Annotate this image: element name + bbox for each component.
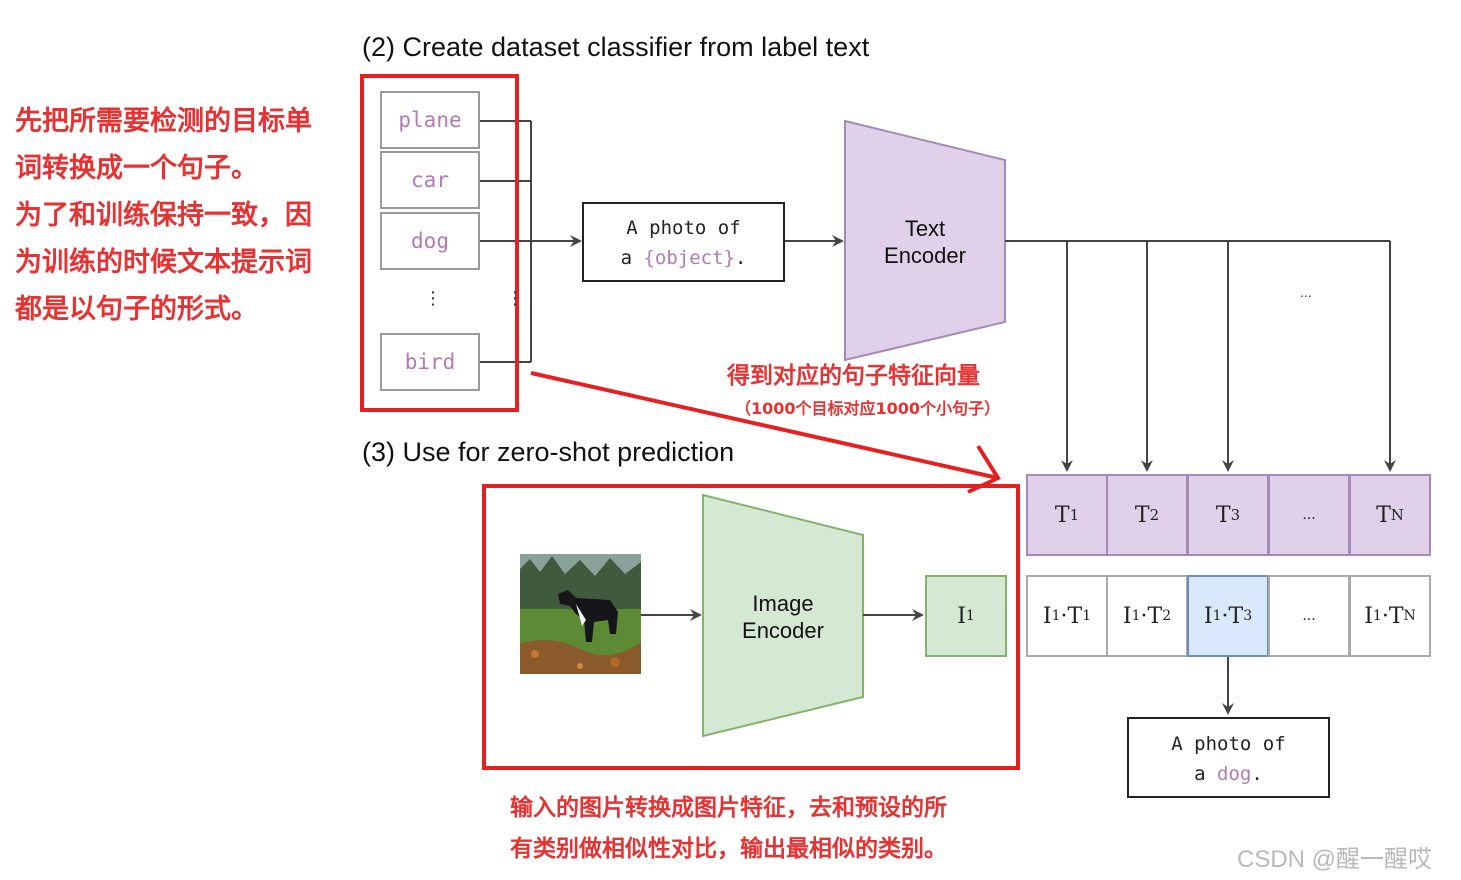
s1-a: I [1042, 603, 1052, 629]
result-suffix: . [1251, 763, 1263, 785]
bus-ellipsis: ... [1300, 284, 1312, 300]
red-annotation-arrow [530, 371, 1001, 494]
s5-b: T [1388, 603, 1404, 629]
label-plane: plane [380, 91, 480, 149]
s5-a-sub: 1 [1372, 608, 1382, 624]
text-embedding-ellipsis: ... [1268, 474, 1350, 556]
s5-a: I [1364, 603, 1373, 629]
label-car: car [380, 151, 480, 209]
prompt-line-2: a {object}. [584, 243, 783, 273]
s1-b: T [1067, 603, 1083, 629]
annotation-left: 先把所需要检测的目标单 词转换成一个句子。 为了和训练保持一致，因 为训练的时候… [15, 98, 350, 333]
s2-a-sub: 1 [1131, 608, 1141, 624]
tn-sub: N [1390, 506, 1404, 524]
image-encoder-label: Image Encoder [713, 590, 853, 644]
prompt-object-placeholder: {object} [643, 247, 735, 269]
i1-sub: 1 [965, 608, 975, 624]
s3-a: I [1203, 603, 1213, 629]
image-encoder-line-2: Encoder [742, 618, 824, 643]
labels-vertical-dots: ⋮ [424, 288, 442, 308]
label-dog: dog [380, 212, 480, 270]
s2-a: I [1122, 603, 1132, 629]
annotation-left-line-3: 为了和训练保持一致，因 [15, 200, 312, 231]
t3-sub: 3 [1230, 506, 1241, 524]
prompt-prefix: a [620, 247, 644, 269]
annotation-left-line-2: 词转换成一个句子。 [15, 153, 258, 184]
section-3-title: (3) Use for zero-shot prediction [362, 437, 735, 467]
text-encoder-line-1: Text [904, 216, 946, 241]
section-2-title: (2) Create dataset classifier from label… [362, 32, 870, 62]
s3-b-sub: 3 [1243, 608, 1253, 624]
prompt-suffix: . [734, 247, 747, 269]
s3-b: T [1228, 603, 1244, 629]
t1-base: T [1054, 502, 1070, 528]
annotation-left-line-1: 先把所需要检测的目标单 [15, 106, 312, 137]
prompt-line-1: A photo of [626, 217, 741, 239]
annotation-bottom: 输入的图片转换成图片特征，去和预设的所 有类别做相似性对比，输出最相似的类别。 [510, 788, 947, 870]
tn-base: T [1376, 502, 1391, 528]
text-encoder-line-2: Encoder [884, 243, 966, 268]
t1-sub: 1 [1069, 506, 1080, 524]
annotation-left-line-5: 都是以句子的形式。 [15, 294, 258, 325]
result-box: A photo of a dog. [1127, 717, 1330, 798]
result-line-1: A photo of [1171, 733, 1286, 755]
text-embedding-bus [1005, 240, 1396, 472]
annotation-middle-small: （1000个目标对应1000个小句子） [735, 399, 1001, 418]
s1-b-sub: 1 [1082, 608, 1092, 624]
similarity-ellipsis: ... [1268, 575, 1350, 657]
s3-a-sub: 1 [1212, 608, 1222, 624]
t-ellipsis: ... [1302, 507, 1316, 523]
s4-a: ... [1302, 608, 1316, 624]
prompt-template: A photo of a {object}. [582, 202, 785, 282]
t3-base: T [1215, 502, 1231, 528]
dog-photo-illustration [520, 554, 641, 674]
annotation-middle: 得到对应的句子特征向量 [727, 363, 980, 389]
s2-b-sub: 2 [1162, 608, 1172, 624]
annotation-bottom-line-2: 有类别做相似性对比，输出最相似的类别。 [510, 836, 947, 862]
s5-b-sub: N [1403, 608, 1416, 624]
result-prefix: a [1194, 763, 1218, 785]
result-object: dog [1217, 763, 1252, 785]
i1-base: I [957, 603, 966, 629]
s1-a-sub: 1 [1051, 608, 1061, 624]
text-encoder-label: Text Encoder [855, 215, 995, 269]
annotation-left-line-4: 为训练的时候文本提示词 [15, 247, 312, 278]
annotation-bottom-line-1: 输入的图片转换成图片特征，去和预设的所 [510, 795, 947, 821]
bracket-vertical-dots: ⋮ [506, 288, 524, 308]
t2-base: T [1134, 502, 1150, 528]
image-encoder-line-1: Image [752, 591, 814, 616]
input-dog-photo [520, 554, 641, 674]
label-bracket [480, 120, 532, 363]
result-line-2: a dog. [1129, 759, 1328, 789]
label-bird: bird [380, 333, 480, 391]
s2-b: T [1147, 603, 1163, 629]
csdn-watermark: CSDN @醒一醒哎 [1237, 846, 1433, 873]
t2-sub: 2 [1149, 506, 1160, 524]
